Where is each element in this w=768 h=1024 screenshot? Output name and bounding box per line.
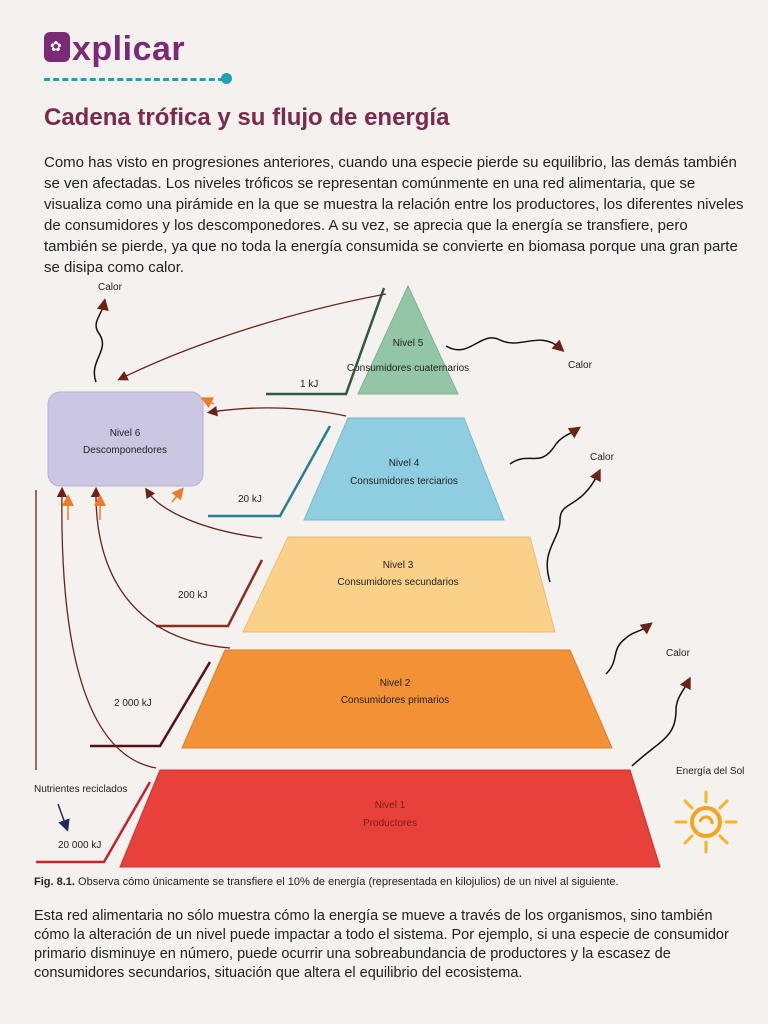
intro-paragraph: Como has visto en progresiones anteriore… [44, 154, 744, 276]
energy-level-1: 20 000 kJ [58, 840, 101, 851]
level-2-shape [181, 649, 613, 749]
energy-level-2: 2 000 kJ [114, 698, 152, 709]
level-5-desc: Consumidores cuaternarios [347, 363, 469, 374]
level-2-name: Nivel 2 [380, 678, 411, 689]
heat-label-level-5: Calor [568, 360, 593, 371]
level-1-name: Nivel 1 [375, 800, 406, 811]
figure-label: Fig. 8.1. [34, 876, 75, 888]
section-badge-icon [44, 32, 70, 62]
energy-level-4: 20 kJ [238, 494, 262, 505]
sun-icon [674, 790, 738, 854]
level-5-name: Nivel 5 [393, 338, 424, 349]
decomposers-box [47, 391, 204, 487]
divider-dot [221, 73, 232, 84]
sun-label: Energía del Sol [676, 766, 744, 777]
level-2-desc: Consumidores primarios [341, 695, 449, 706]
level-3-name: Nivel 3 [383, 560, 414, 571]
level-4-desc: Consumidores terciarios [350, 476, 458, 487]
heat-label-top-left: Calor [98, 282, 123, 293]
level-1-desc: Productores [363, 818, 417, 829]
level-3-shape [242, 536, 556, 633]
outro-paragraph: Esta red alimentaria no sólo muestra cóm… [34, 908, 729, 981]
figure-caption-text: Observa cómo únicamente se transfiere el… [78, 876, 619, 888]
decomposers-name: Nivel 6 [110, 428, 141, 439]
level-4-name: Nivel 4 [389, 458, 420, 469]
level-5-shape [357, 284, 459, 395]
dashed-divider [44, 78, 224, 81]
heat-label-level-4: Calor [590, 452, 615, 463]
decomposers-desc: Descomponedores [83, 445, 167, 456]
energy-pyramid-diagram: Nivel 5 Consumidores cuaternarios Nivel … [34, 282, 744, 868]
figure-caption: Fig. 8.1. Observa cómo únicamente se tra… [34, 876, 619, 888]
nutrients-label: Nutrientes reciclados [34, 784, 127, 795]
energy-level-5: 1 kJ [300, 379, 318, 390]
energy-level-3: 200 kJ [178, 590, 207, 601]
level-4-shape [303, 417, 505, 521]
level-3-desc: Consumidores secundarios [337, 577, 458, 588]
heat-label-level-2: Calor [666, 648, 691, 659]
page-title: Cadena trófica y su flujo de energía [44, 104, 450, 131]
section-heading: xplicar [72, 30, 186, 68]
level-1-shape [119, 769, 661, 868]
